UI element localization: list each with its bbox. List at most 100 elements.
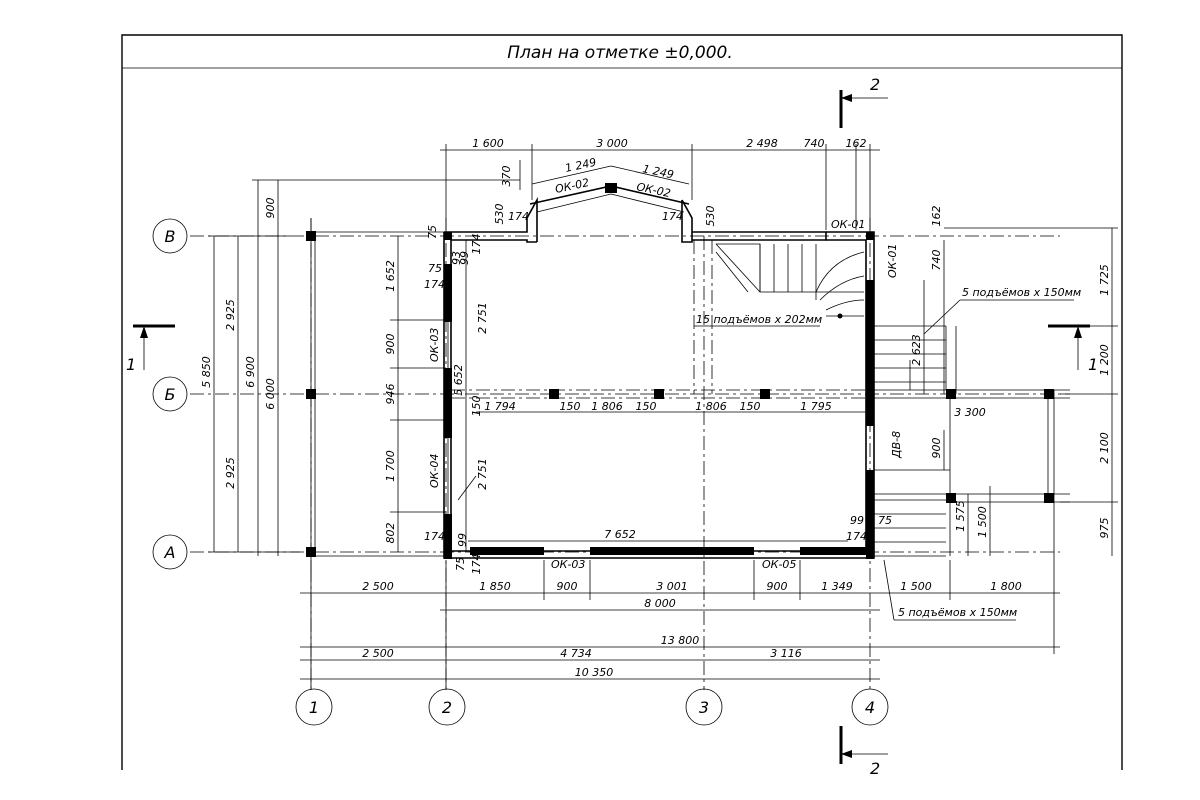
dim-label: 1 725 bbox=[1098, 264, 1111, 296]
section-mark-bottom: 2 bbox=[839, 726, 888, 778]
right-porch: 5 подъёмов х 150мм 5 подъёмов х 150мм bbox=[874, 286, 1081, 621]
dim-label: 1 349 bbox=[821, 580, 853, 593]
dim-label: 2 498 bbox=[746, 137, 778, 150]
dim-label-7652: 7 652 bbox=[604, 528, 636, 541]
dim-label: 1 806 bbox=[695, 400, 727, 413]
dim-label: 150 bbox=[470, 396, 483, 417]
dim-label: 6 000 bbox=[264, 378, 277, 410]
dim-label: 370 bbox=[500, 166, 513, 187]
dim-label: 1 795 bbox=[800, 400, 832, 413]
axis-bubble-2: 2 bbox=[428, 688, 466, 726]
section-label-right: 1 bbox=[1088, 355, 1098, 374]
dim-label: 2 500 bbox=[362, 647, 394, 660]
dim-label: 946 bbox=[384, 384, 397, 405]
dim-label: 1 600 bbox=[472, 137, 504, 150]
note-stairs-inner: 15 подъёмов х 202мм bbox=[696, 313, 822, 326]
dim-label: 2 925 bbox=[224, 299, 237, 331]
dim-label: 5 850 bbox=[200, 356, 213, 388]
dim-label: 740 bbox=[804, 137, 825, 150]
bottom-dimensions: 2 500 1 850 900 3 001 900 1 349 1 500 1 … bbox=[300, 502, 1060, 690]
window-tag: ОК-01 bbox=[831, 218, 865, 231]
section-label-left: 1 bbox=[126, 355, 136, 374]
dim-label: 1 575 bbox=[954, 500, 967, 532]
dim-label: 900 bbox=[384, 334, 397, 355]
dim-label: 3 300 bbox=[954, 406, 986, 419]
house-walls bbox=[443, 183, 875, 559]
dim-label: 174 bbox=[662, 210, 683, 223]
plan-title: План на отметке ±0,000. bbox=[507, 43, 732, 63]
sheet-frame bbox=[121, 34, 1123, 770]
dim-label: 530 bbox=[493, 204, 506, 225]
window-tag: ОК-05 bbox=[762, 558, 796, 571]
dim-label: 174 bbox=[470, 554, 483, 575]
window-tag: ОК-01 bbox=[886, 244, 899, 278]
dim-label: 75 bbox=[426, 225, 439, 239]
dim-label: 1 500 bbox=[900, 580, 932, 593]
dim-label: 162 bbox=[846, 137, 867, 150]
dim-label: 174 bbox=[424, 530, 445, 543]
window-tag: ОК-02 bbox=[635, 180, 671, 200]
svg-text:В: В bbox=[165, 227, 176, 246]
svg-text:Б: Б bbox=[165, 385, 176, 404]
section-mark-right: 1 bbox=[1048, 324, 1098, 374]
dim-label: 1 249 bbox=[564, 156, 598, 175]
dim-label: 99 bbox=[458, 251, 471, 265]
window-tags: ОК-02 ОК-02 ОК-01 ОК-01 ОК-03 ОК-04 ОК-0… bbox=[428, 176, 903, 571]
dim-label: 740 bbox=[930, 250, 943, 271]
dim-label: 75 bbox=[428, 262, 442, 275]
note-stairs-right-bottom: 5 подъёмов х 150мм bbox=[898, 606, 1017, 619]
dim-label: 1 794 bbox=[484, 400, 516, 413]
window-tag: ОК-03 bbox=[551, 558, 585, 571]
middle-dimensions: 1 794 150 1 806 150 1 806 150 1 795 bbox=[476, 400, 866, 413]
dim-label: 150 bbox=[740, 400, 761, 413]
window-tag: ОК-02 bbox=[554, 176, 590, 196]
svg-text:А: А bbox=[164, 543, 176, 562]
right-dimensions: 162 740 1 725 2 623 1 200 3 300 900 2 10… bbox=[846, 206, 1118, 556]
dim-label: 2 925 bbox=[224, 457, 237, 489]
dim-label: 174 bbox=[470, 234, 483, 255]
svg-text:3: 3 bbox=[699, 698, 709, 717]
dim-label: 174 bbox=[846, 530, 867, 543]
dim-label: 75 bbox=[454, 557, 467, 571]
dim-label: 4 734 bbox=[560, 647, 592, 660]
dim-label: 5 652 bbox=[452, 364, 465, 396]
svg-text:4: 4 bbox=[865, 698, 875, 717]
internal-staircase: 15 подъёмов х 202мм bbox=[694, 243, 865, 327]
dim-label: 530 bbox=[704, 206, 717, 227]
window-tag: ОК-04 bbox=[428, 454, 441, 488]
dim-label: 975 bbox=[1098, 518, 1111, 539]
dim-label: 174 bbox=[424, 278, 445, 291]
svg-text:1: 1 bbox=[309, 698, 319, 717]
dim-label: 1 200 bbox=[1098, 344, 1111, 376]
dim-label: 99 bbox=[850, 514, 864, 527]
dim-label: 2 500 bbox=[362, 580, 394, 593]
section-mark-top: 2 bbox=[839, 75, 888, 128]
dim-label: 2 751 bbox=[476, 302, 489, 334]
dim-label: 93 bbox=[450, 251, 463, 265]
dim-label: 99 bbox=[456, 533, 469, 547]
top-dimensions: 1 600 3 000 2 498 740 162 370 1 249 1 24… bbox=[440, 137, 880, 230]
note-stairs-right-top: 5 подъёмов х 150мм bbox=[962, 286, 1081, 299]
dim-label: 6 900 bbox=[244, 356, 257, 388]
dim-label: 3 000 bbox=[596, 137, 628, 150]
axis-bubble-3: 3 bbox=[685, 688, 723, 726]
dim-label: 174 bbox=[508, 210, 529, 223]
svg-text:2: 2 bbox=[442, 698, 452, 717]
axis-bubble-b: Б bbox=[152, 376, 188, 412]
axis-bubble-v: В bbox=[152, 218, 188, 254]
dim-label: 1 652 bbox=[384, 260, 397, 292]
dim-label: 3 116 bbox=[770, 647, 802, 660]
dim-label: 900 bbox=[264, 198, 277, 219]
section-label-top: 2 bbox=[870, 75, 880, 94]
dim-label: 3 001 bbox=[656, 580, 688, 593]
axis-bubble-1: 1 bbox=[295, 688, 333, 726]
dim-label: 1 806 bbox=[591, 400, 623, 413]
dim-label: 150 bbox=[560, 400, 581, 413]
window-tag: ДВ-8 bbox=[890, 431, 903, 459]
left-terrace bbox=[306, 218, 446, 570]
left-inner-dimensions: 1 652 900 946 1 700 802 75 174 99 93 174… bbox=[384, 225, 489, 575]
dim-label-10350: 10 350 bbox=[575, 666, 614, 679]
dim-label: 1 800 bbox=[990, 580, 1022, 593]
dim-label: 900 bbox=[767, 580, 788, 593]
section-mark-left: 1 bbox=[126, 324, 175, 374]
